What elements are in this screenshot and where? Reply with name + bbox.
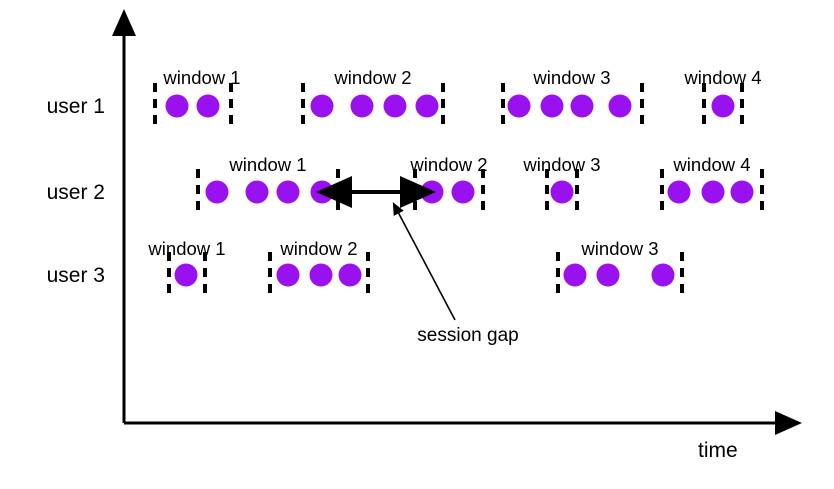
event-dot[interactable]: [383, 94, 407, 118]
event-dot[interactable]: [563, 263, 587, 287]
user-row: [196, 169, 764, 215]
event-dot[interactable]: [350, 94, 374, 118]
event-dot[interactable]: [701, 180, 725, 204]
session-window[interactable]: [153, 83, 233, 129]
event-dot[interactable]: [451, 180, 475, 204]
event-dot[interactable]: [245, 180, 269, 204]
rows-layer: [153, 83, 764, 298]
window-label: window 2: [334, 67, 412, 88]
session-window[interactable]: [301, 83, 445, 129]
event-dot[interactable]: [570, 94, 594, 118]
session-window[interactable]: [545, 169, 579, 215]
window-label: window 1: [148, 238, 226, 259]
event-dot[interactable]: [174, 263, 198, 287]
event-dot[interactable]: [310, 180, 334, 204]
event-dot[interactable]: [651, 263, 675, 287]
event-dot[interactable]: [507, 94, 531, 118]
event-dot[interactable]: [196, 94, 220, 118]
event-dot[interactable]: [420, 180, 444, 204]
event-dot[interactable]: [310, 94, 334, 118]
window-label: window 3: [581, 238, 659, 259]
session-window[interactable]: [196, 169, 340, 215]
window-label: window 4: [684, 67, 762, 88]
event-dot[interactable]: [596, 263, 620, 287]
window-label: window 2: [410, 154, 488, 175]
session-window[interactable]: [167, 252, 207, 298]
event-dot[interactable]: [205, 180, 229, 204]
session-gap-leader-line: [392, 202, 456, 321]
window-label: window 3: [523, 154, 601, 175]
window-label: window 1: [229, 154, 307, 175]
event-dot[interactable]: [667, 180, 691, 204]
event-dot[interactable]: [730, 180, 754, 204]
session-gap-leader: [392, 202, 456, 321]
event-dot[interactable]: [276, 263, 300, 287]
session-window[interactable]: [702, 83, 744, 129]
event-dot[interactable]: [309, 263, 333, 287]
session-gap-label: session gap: [417, 325, 519, 346]
user-row-label: user 1: [46, 95, 105, 118]
event-dot[interactable]: [276, 180, 300, 204]
event-dot[interactable]: [415, 94, 439, 118]
event-dot[interactable]: [608, 94, 632, 118]
user-row-label: user 3: [46, 264, 105, 287]
window-label: window 4: [673, 154, 751, 175]
event-dot[interactable]: [550, 180, 574, 204]
user-row-label: user 2: [46, 181, 105, 204]
event-dot[interactable]: [338, 263, 362, 287]
x-axis-label: time: [698, 439, 738, 462]
window-label: window 3: [533, 67, 611, 88]
window-label: window 2: [280, 238, 358, 259]
event-dot[interactable]: [165, 94, 189, 118]
event-dot[interactable]: [711, 94, 735, 118]
window-label: window 1: [163, 67, 241, 88]
session-window[interactable]: [268, 252, 370, 298]
session-window[interactable]: [413, 169, 485, 215]
axis-group: [112, 9, 802, 435]
user-row: [153, 83, 744, 129]
user-row: [167, 252, 684, 298]
event-dot[interactable]: [540, 94, 564, 118]
session-window[interactable]: [660, 169, 764, 215]
session-window[interactable]: [556, 252, 684, 298]
session-window[interactable]: [501, 83, 644, 129]
